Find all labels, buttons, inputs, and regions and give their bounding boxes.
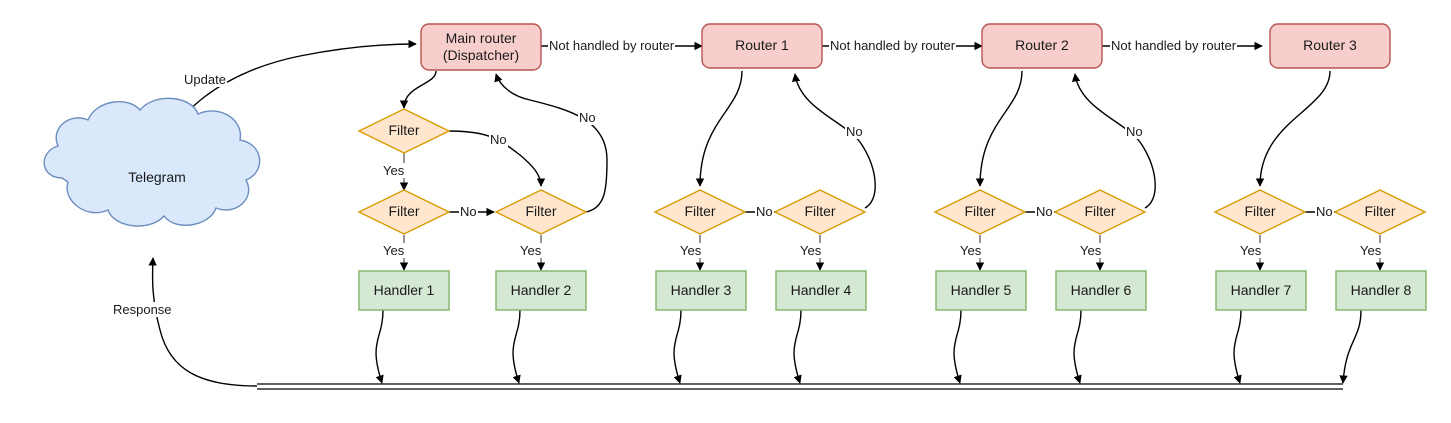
edge-handler5-bus	[953, 309, 962, 384]
node-filter-6[interactable]	[933, 189, 1027, 235]
node-filter-5[interactable]	[773, 189, 867, 235]
edge-response	[148, 257, 258, 387]
node-router-2[interactable]	[981, 23, 1103, 69]
node-router-3[interactable]	[1269, 23, 1391, 69]
node-handler-6[interactable]	[1055, 270, 1147, 311]
node-handler-5[interactable]	[935, 270, 1027, 311]
edge-handler7-bus	[1233, 309, 1242, 384]
node-handler-1[interactable]	[358, 270, 450, 311]
edges-layer	[148, 39, 1385, 390]
node-filter-3[interactable]	[494, 189, 588, 235]
edge-mainrouter-filter1	[399, 70, 437, 109]
node-filter-7[interactable]	[1053, 189, 1147, 235]
edge-filter3-no-return	[494, 73, 608, 213]
node-filter-9[interactable]	[1333, 189, 1427, 235]
node-filter-4[interactable]	[653, 189, 747, 235]
edge-handler4-bus	[793, 309, 802, 384]
node-router-1[interactable]	[701, 23, 823, 69]
edge-filter1-no	[448, 130, 546, 187]
edge-handler3-bus	[673, 309, 682, 384]
edge-router3-filter8	[1255, 70, 1331, 187]
node-main-router[interactable]	[420, 23, 542, 71]
edge-handler8-bus	[1339, 309, 1362, 384]
node-handler-2[interactable]	[495, 270, 587, 311]
edge-filter5-no-return	[791, 73, 876, 209]
edge-handler6-bus	[1073, 309, 1082, 384]
node-filter-8[interactable]	[1213, 189, 1307, 235]
edge-handler1-bus	[375, 309, 384, 384]
node-filter-2[interactable]	[357, 189, 451, 235]
edge-filter7-no-return	[1071, 73, 1156, 209]
nodes-layer	[43, 23, 1427, 311]
node-handler-7[interactable]	[1215, 270, 1307, 311]
node-filter-1[interactable]	[357, 108, 451, 154]
node-handler-3[interactable]	[655, 270, 747, 311]
edge-router2-filter6	[975, 70, 1023, 187]
node-telegram[interactable]	[43, 97, 261, 227]
node-handler-4[interactable]	[775, 270, 867, 311]
edge-router1-filter4	[695, 70, 743, 187]
edge-handler2-bus	[512, 309, 521, 384]
node-handler-8[interactable]	[1335, 270, 1427, 311]
